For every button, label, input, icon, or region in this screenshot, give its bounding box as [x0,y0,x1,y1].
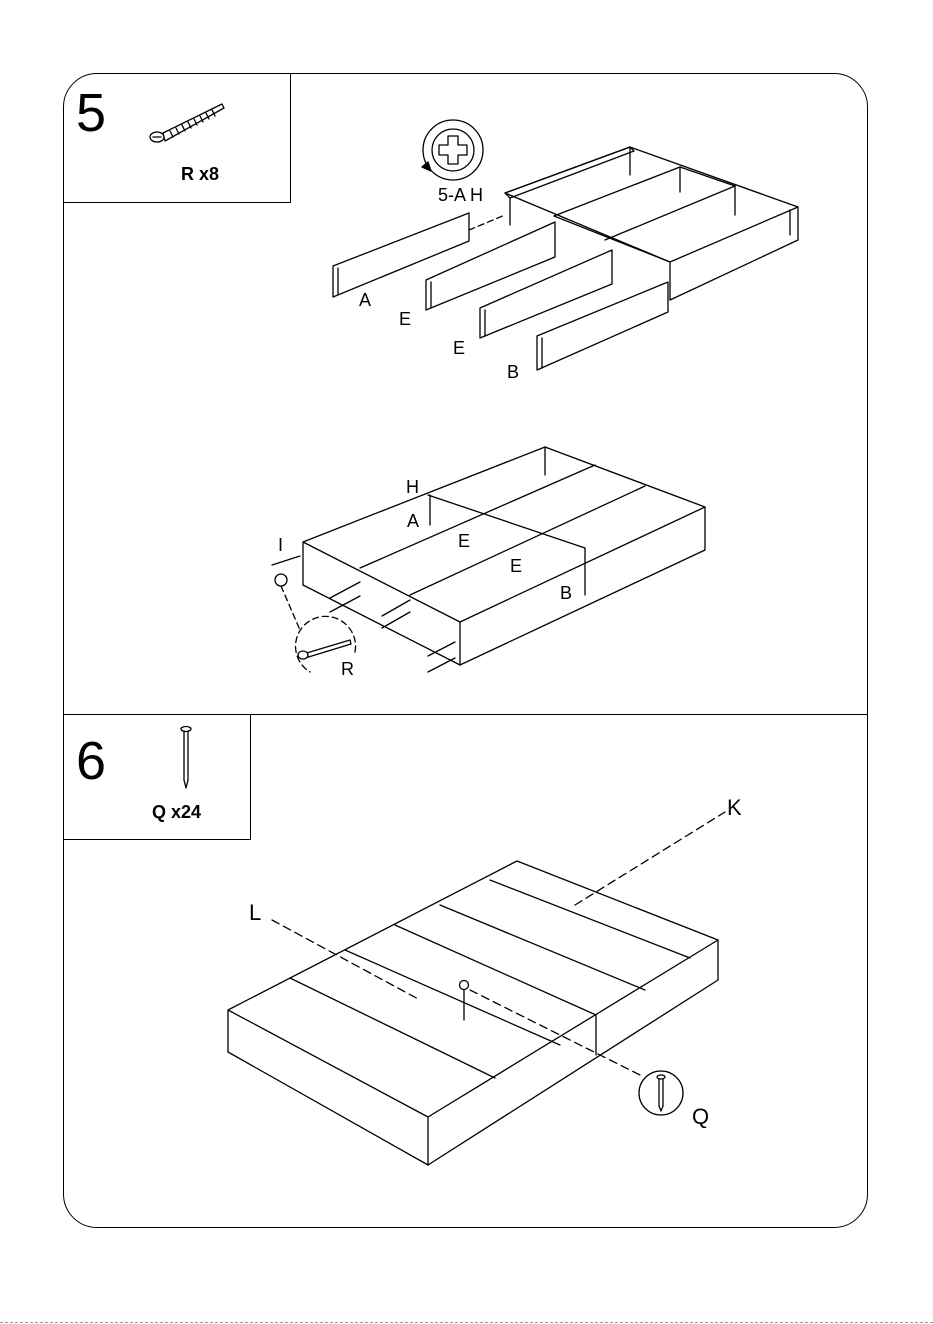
tray-base-panels [228,861,718,1165]
page-edge [0,1322,933,1323]
label-e2-top: E [453,339,465,357]
label-b-bottom: B [560,584,572,602]
label-b-top: B [507,363,519,381]
label-r: R [341,660,354,678]
leader-k [575,812,725,905]
screw-callout-icon [275,574,356,672]
label-q: Q [692,1106,709,1128]
label-i: I [278,536,283,554]
label-a-bottom: A [407,512,419,530]
nail-icon [181,727,191,789]
nail-callout-icon [460,981,684,1116]
label-k: K [727,797,742,819]
label-l: L [249,902,261,924]
label-e1-top: E [399,310,411,328]
leader-l [272,920,420,1000]
callout-label: 5-A H [438,186,483,204]
tray-assembled [303,447,705,665]
label-a-top: A [359,291,371,309]
screwdriver-callout-icon [422,120,483,180]
screw-icon [150,104,224,142]
label-e1-bottom: E [458,532,470,550]
label-h: H [406,478,419,496]
label-e2-bottom: E [510,557,522,575]
